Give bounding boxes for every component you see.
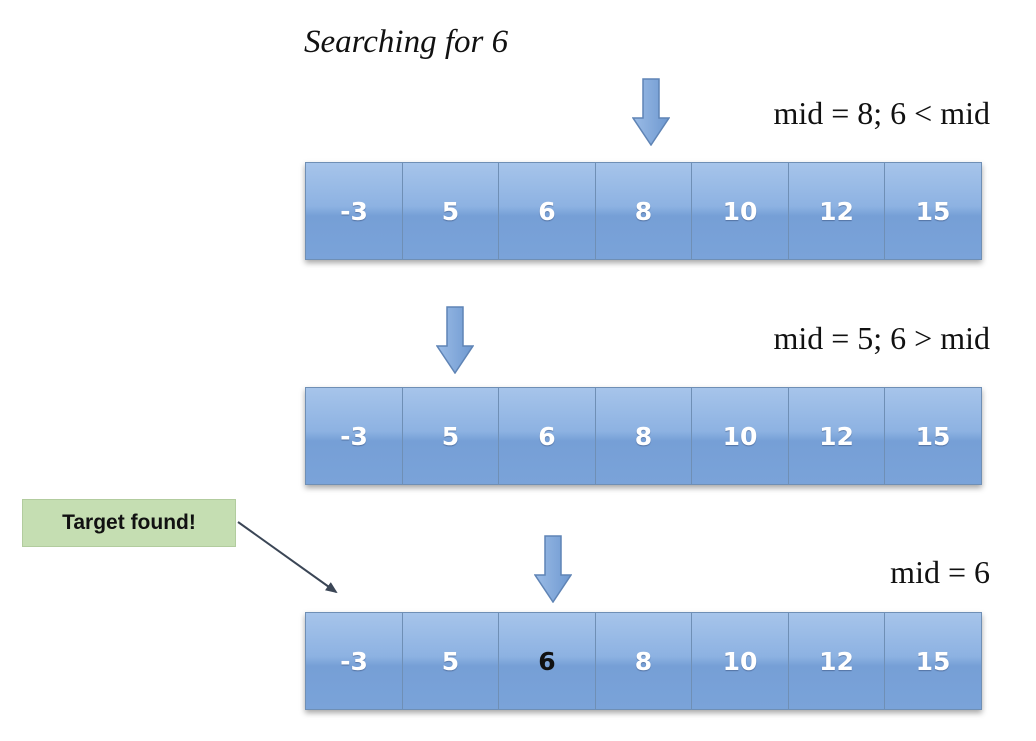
step-1-cell: -3 xyxy=(305,162,403,260)
step-2-cell: 6 xyxy=(498,387,596,485)
step-1-cell: 12 xyxy=(787,162,886,260)
step-1-cell-mid: 8 xyxy=(594,162,693,260)
step-2-array: -3 5 6 8 10 12 15 xyxy=(305,387,982,485)
step-1-array: -3 5 6 8 10 12 15 xyxy=(305,162,982,260)
step-3-cell: 10 xyxy=(691,612,789,710)
step-3-cell: 12 xyxy=(787,612,886,710)
step-2-cell: -3 xyxy=(305,387,403,485)
step-1-cell: 5 xyxy=(401,162,500,260)
diagram-title: Searching for 6 xyxy=(304,24,509,60)
step-2-cell: 12 xyxy=(787,387,886,485)
step-2-cell: 15 xyxy=(884,387,982,485)
step-3-down-arrow-icon xyxy=(534,535,572,603)
step-3-cell: -3 xyxy=(305,612,403,710)
step-2-label: mid = 5; 6 > mid xyxy=(773,320,990,356)
step-1-cell: 6 xyxy=(498,162,596,260)
step-3-cell-found: 6 xyxy=(498,612,596,710)
target-found-callout: Target found! xyxy=(22,499,236,547)
step-1-label: mid = 8; 6 < mid xyxy=(773,95,990,131)
step-3-cell: 8 xyxy=(594,612,693,710)
step-3-array: -3 5 6 8 10 12 15 xyxy=(305,612,982,710)
step-1-cell: 10 xyxy=(691,162,789,260)
step-2-cell: 8 xyxy=(594,387,693,485)
step-1-down-arrow-icon xyxy=(632,78,670,146)
step-3-label: mid = 6 xyxy=(890,554,990,590)
step-2-cell-mid: 5 xyxy=(401,387,500,485)
step-1-cell: 15 xyxy=(884,162,982,260)
step-2-cell: 10 xyxy=(691,387,789,485)
step-3-cell: 15 xyxy=(884,612,982,710)
step-2-down-arrow-icon xyxy=(436,306,474,374)
